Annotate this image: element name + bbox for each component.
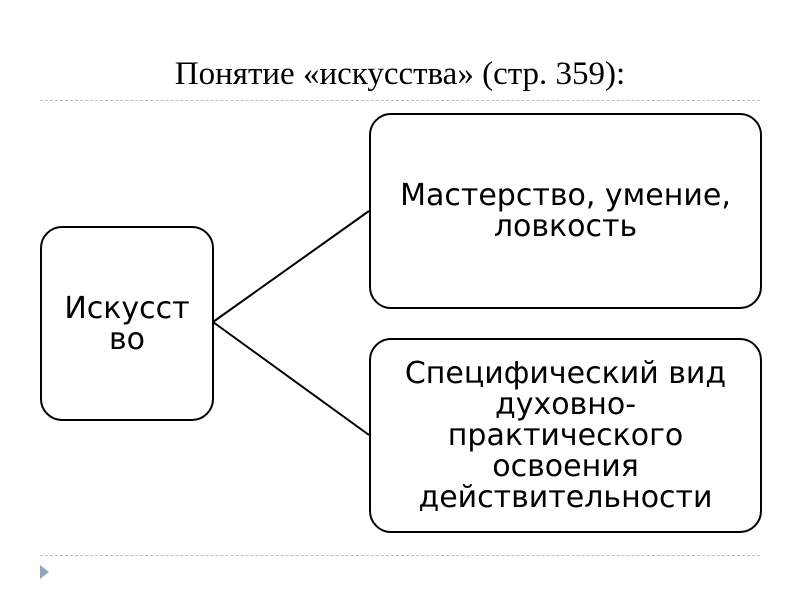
branch-node-skill: Мастерство, умение, ловкость [369,113,762,309]
bottom-divider [40,555,760,556]
slide-title: Понятие «искусства» (стр. 359): [174,56,626,92]
connector-bottom [212,321,370,436]
root-node: Искусст во [40,226,214,421]
branch-node-label: Мастерство, умение, ловкость [400,178,731,244]
top-divider [40,100,760,101]
branch-node-spiritual-practice: Специфический вид духовно-практического … [369,338,762,533]
connector-top [212,210,370,323]
root-node-label: Искусст во [64,290,190,357]
branch-node-label: Специфический вид духовно-практического … [404,356,727,515]
bullet-arrow-icon [40,565,49,579]
